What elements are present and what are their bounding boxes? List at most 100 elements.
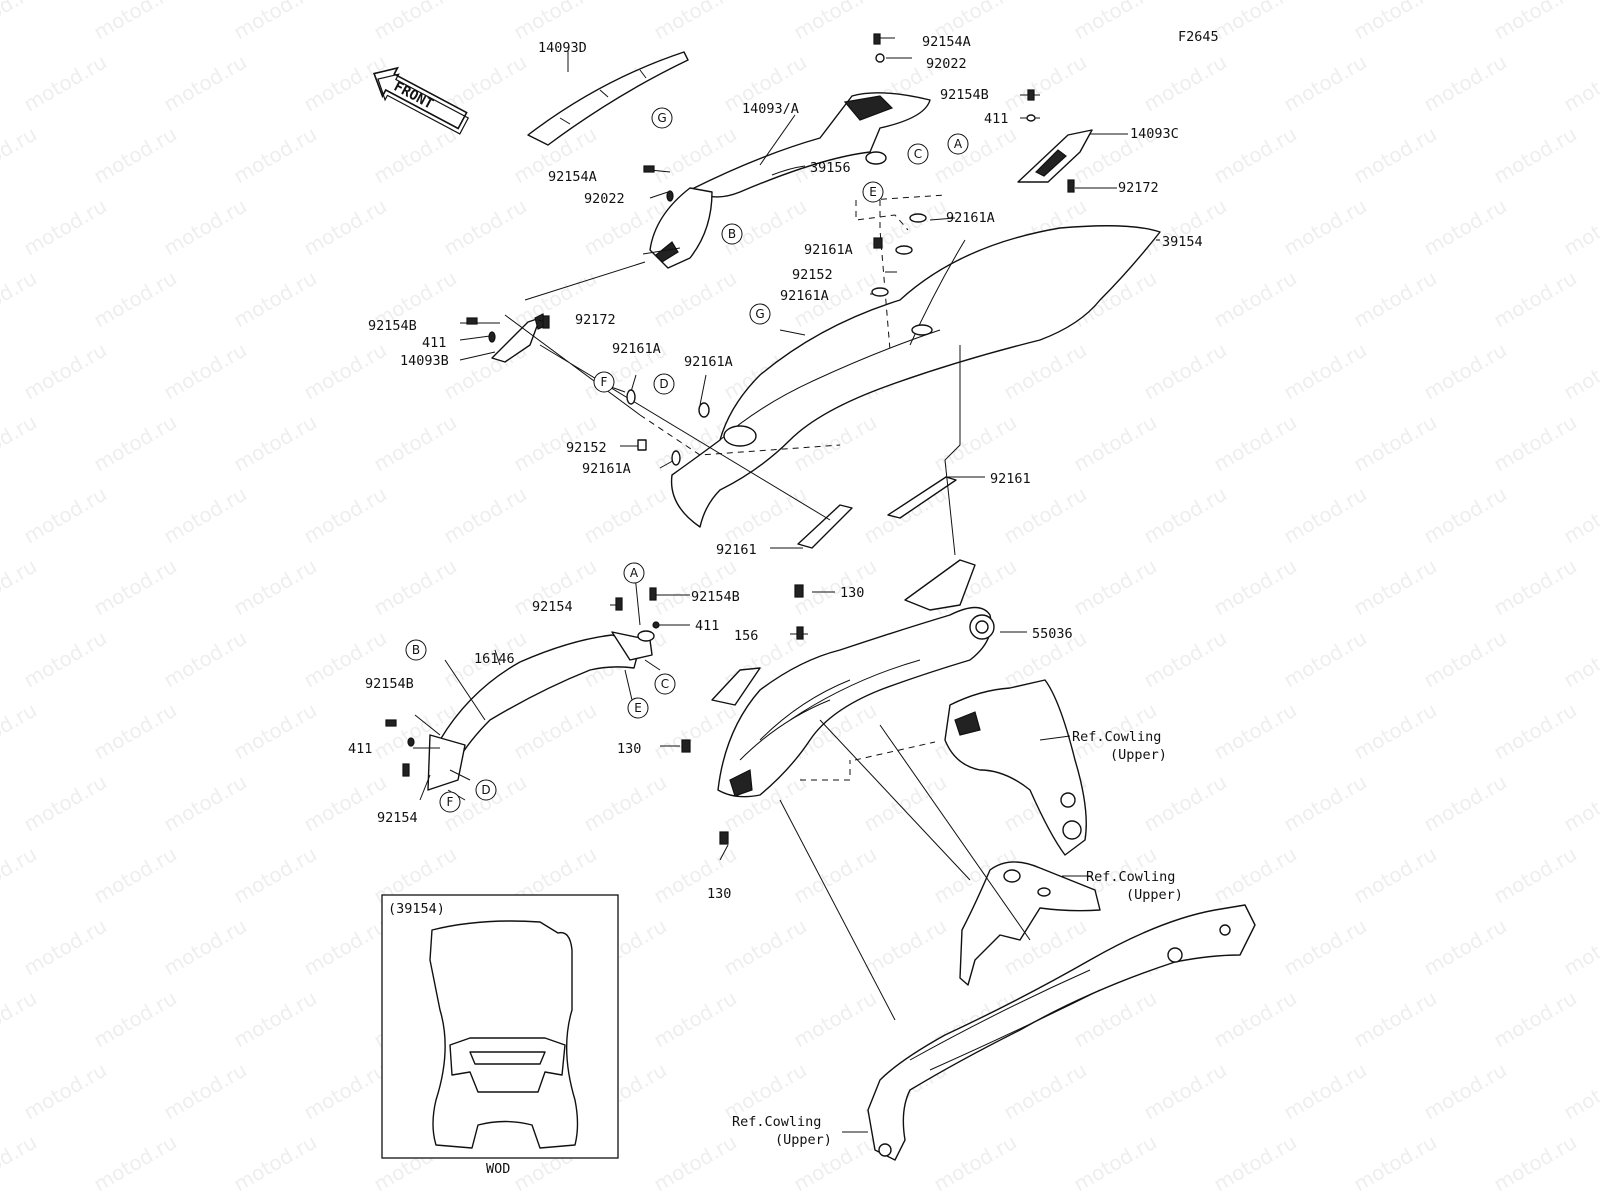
label-411-top: 411 bbox=[984, 111, 1008, 127]
watermark-text: motod.ru bbox=[1279, 50, 1370, 117]
watermark-text: motod.ru bbox=[0, 842, 41, 909]
watermark-text: motod.ru bbox=[1559, 50, 1600, 117]
watermark-text: motod.ru bbox=[1489, 698, 1580, 765]
watermark-text: motod.ru bbox=[1489, 842, 1580, 909]
label-39156: 39156 bbox=[810, 160, 851, 176]
label-92154-1: 92154 bbox=[532, 599, 573, 615]
watermark-text: motod.ru bbox=[299, 482, 390, 549]
watermark-text: motod.ru bbox=[89, 122, 180, 189]
label-130-3: 130 bbox=[707, 886, 731, 902]
watermark-text: motod.ru bbox=[19, 482, 110, 549]
svg-text:A: A bbox=[954, 137, 963, 151]
dashed-guides bbox=[639, 194, 946, 781]
watermark-text: motod.ru bbox=[229, 0, 320, 44]
watermark-text: motod.ru bbox=[1209, 698, 1300, 765]
watermark-text: motod.ru bbox=[1489, 122, 1580, 189]
label-14093c: 14093C bbox=[1130, 126, 1179, 142]
watermark-text: motod.ru bbox=[1349, 1130, 1440, 1197]
watermark-text: motod.ru bbox=[1209, 122, 1300, 189]
svg-text:C: C bbox=[914, 147, 922, 161]
callout-e-1: E bbox=[862, 181, 884, 203]
watermark-text: motod.ru bbox=[859, 914, 950, 981]
callout-f-2: F bbox=[439, 791, 461, 813]
watermark-text: motod.ru bbox=[0, 1130, 41, 1197]
watermark-text: motod.ru bbox=[19, 50, 110, 117]
watermark-text: motod.ru bbox=[1349, 554, 1440, 621]
callout-b-2: B bbox=[405, 639, 427, 661]
watermark-text: motod.ru bbox=[649, 0, 740, 44]
watermark-text: motod.ru bbox=[229, 554, 320, 621]
watermark-text: motod.ru bbox=[1279, 626, 1370, 693]
watermark-text: motod.ru bbox=[1349, 0, 1440, 44]
label-411-left: 411 bbox=[422, 335, 446, 351]
watermark-text: motod.ru bbox=[1419, 50, 1510, 117]
label-92154b-left: 92154B bbox=[368, 318, 417, 334]
watermark-text: motod.ru bbox=[1279, 338, 1370, 405]
watermark-text: motod.ru bbox=[229, 842, 320, 909]
stay-frame-55036 bbox=[717, 606, 992, 798]
watermark-text: motod.ru bbox=[159, 626, 250, 693]
inset-title: (39154) bbox=[388, 901, 445, 917]
watermark-text: motod.ru bbox=[1069, 0, 1160, 44]
watermark-text: motod.ru bbox=[1209, 986, 1300, 1053]
watermark-text: motod.ru bbox=[1489, 1130, 1580, 1197]
watermark-text: motod.ru bbox=[299, 338, 390, 405]
callout-d-1: D bbox=[653, 373, 675, 395]
label-130-2: 130 bbox=[617, 741, 641, 757]
watermark-text: motod.ru bbox=[1279, 1058, 1370, 1125]
label-55036: 55036 bbox=[1032, 626, 1073, 642]
watermark-text: motod.ru bbox=[1139, 482, 1230, 549]
watermark-text: motod.ru bbox=[1559, 626, 1600, 693]
watermark-text: motod.ru bbox=[649, 554, 740, 621]
watermark-text: motod.ru bbox=[579, 770, 670, 837]
inset-panel: (39154) WOD bbox=[381, 894, 619, 1177]
watermark-text: motod.ru bbox=[299, 194, 390, 261]
watermark-text: motod.ru bbox=[0, 410, 41, 477]
label-92152-1: 92152 bbox=[792, 267, 833, 283]
watermark-text: motod.ru bbox=[89, 410, 180, 477]
watermark-text: motod.ru bbox=[1559, 770, 1600, 837]
watermark-text: motod.ru bbox=[369, 410, 460, 477]
watermark-text: motod.ru bbox=[1069, 554, 1160, 621]
watermark-text: motod.ru bbox=[999, 338, 1090, 405]
svg-text:E: E bbox=[634, 701, 642, 715]
watermark-text: motod.ru bbox=[159, 482, 250, 549]
fasteners bbox=[385, 33, 1075, 845]
label-92161a-4: 92161A bbox=[612, 341, 661, 357]
label-92161a-6: 92161A bbox=[582, 461, 631, 477]
watermark-text: motod.ru bbox=[0, 986, 41, 1053]
lower-bracket-plate bbox=[959, 861, 1101, 986]
watermark-text: motod.ru bbox=[509, 698, 600, 765]
watermark-text: motod.ru bbox=[789, 842, 880, 909]
watermark-text: motod.ru bbox=[89, 554, 180, 621]
watermark-text: motod.ru bbox=[1139, 50, 1230, 117]
label-130-1: 130 bbox=[840, 585, 864, 601]
watermark-text: motod.ru bbox=[19, 770, 110, 837]
callout-c-2: C bbox=[654, 673, 676, 695]
watermark-text: motod.ru bbox=[159, 1058, 250, 1125]
watermark-text: motod.ru bbox=[0, 266, 41, 333]
ref-cowling-2-line2: (Upper) bbox=[1126, 887, 1183, 903]
watermark-text: motod.ru bbox=[229, 698, 320, 765]
watermark-text: motod.ru bbox=[1419, 338, 1510, 405]
watermark-text: motod.ru bbox=[1139, 1058, 1230, 1125]
watermark-text: motod.ru bbox=[439, 482, 530, 549]
label-39154: 39154 bbox=[1162, 234, 1203, 250]
watermark-text: motod.ru bbox=[299, 770, 390, 837]
label-156: 156 bbox=[734, 628, 758, 644]
label-92161-2: 92161 bbox=[716, 542, 757, 558]
callout-g-1: G bbox=[651, 107, 673, 129]
svg-text:D: D bbox=[481, 783, 490, 797]
watermark-text: motod.ru bbox=[719, 482, 810, 549]
watermark-text: motod.ru bbox=[229, 266, 320, 333]
side-bracket-right bbox=[944, 679, 1087, 856]
watermark-text: motod.ru bbox=[89, 1130, 180, 1197]
watermark-text: motod.ru bbox=[159, 770, 250, 837]
watermark-text: motod.ru bbox=[1559, 914, 1600, 981]
label-92161a-5: 92161A bbox=[684, 354, 733, 370]
watermark-text: motod.ru bbox=[159, 338, 250, 405]
watermark-text: motod.ru bbox=[1559, 482, 1600, 549]
watermark-text: motod.ru bbox=[89, 0, 180, 44]
